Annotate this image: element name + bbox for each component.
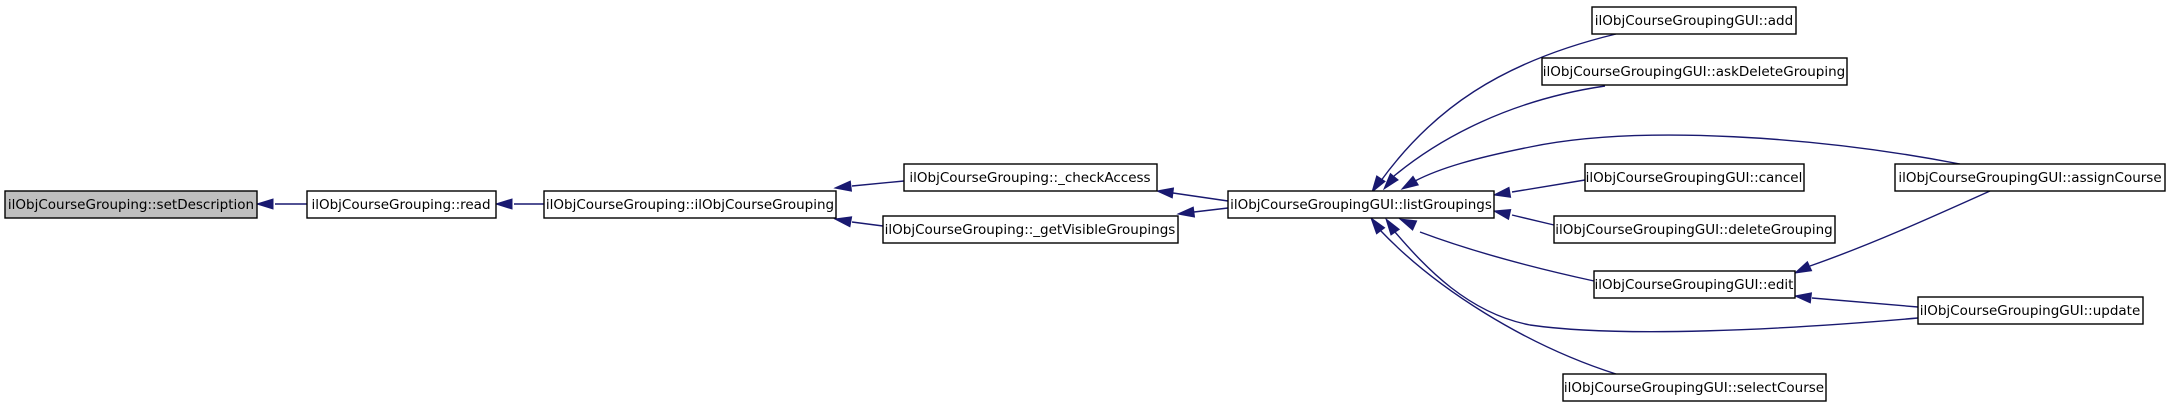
arrowhead-icon: [1398, 218, 1418, 231]
edge-line: [851, 180, 905, 187]
edge-line: [1511, 214, 1555, 226]
arrowhead-icon: [833, 180, 853, 192]
edge-line: [1394, 231, 1919, 333]
node-read[interactable]: ilObjCourseGrouping::read: [306, 190, 497, 219]
node-listgroupings[interactable]: ilObjCourseGroupingGUI::listGroupings: [1227, 190, 1495, 219]
arrowhead-icon: [1492, 186, 1512, 198]
node-label: ilObjCourseGrouping::_getVisibleGrouping…: [885, 222, 1176, 238]
arrowhead-icon: [1385, 217, 1401, 236]
node-getvisiblegroupings[interactable]: ilObjCourseGrouping::_getVisibleGrouping…: [882, 215, 1179, 244]
arrowhead-icon: [1382, 172, 1399, 191]
node-label: ilObjCourseGroupingGUI::listGroupings: [1230, 197, 1492, 213]
node-update[interactable]: ilObjCourseGroupingGUI::update: [1917, 296, 2144, 325]
node-label: ilObjCourseGroupingGUI::add: [1595, 13, 1793, 29]
edge-getvisiblegroupings-to-constructor: [833, 216, 884, 228]
edge-line: [1172, 192, 1229, 202]
node-label: ilObjCourseGroupingGUI::update: [1920, 303, 2141, 319]
edge-line: [1511, 179, 1586, 193]
node-label: ilObjCourseGroupingGUI::assignCourse: [1898, 170, 2161, 186]
edge-assigncourse-to-listgroupings: [1400, 134, 1961, 190]
arrowhead-icon: [1176, 206, 1196, 218]
arrowhead-icon: [833, 216, 853, 228]
arrowhead-icon: [1793, 260, 1813, 274]
node-label: ilObjCourseGrouping::read: [311, 197, 490, 213]
edge-constructor-to-read: [494, 198, 544, 210]
edge-add-to-listgroupings: [1371, 33, 1617, 194]
node-cancel[interactable]: ilObjCourseGroupingGUI::cancel: [1584, 163, 1805, 192]
edge-assigncourse-to-edit: [1793, 190, 1991, 274]
node-setdescription[interactable]: ilObjCourseGrouping::setDescription: [4, 190, 258, 219]
edge-deletegrouping-to-listgroupings: [1492, 209, 1555, 226]
node-label: ilObjCourseGrouping::_checkAccess: [909, 170, 1150, 186]
edge-checkaccess-to-constructor: [833, 180, 905, 192]
edge-update-to-edit: [1793, 292, 1919, 308]
arrowhead-icon: [1155, 187, 1175, 199]
edge-selectcourse-to-listgroupings: [1369, 216, 1617, 375]
node-label: ilObjCourseGroupingGUI::selectCourse: [1564, 380, 1824, 396]
edge-line: [1811, 297, 1919, 308]
edge-listgroupings-to-checkaccess: [1155, 187, 1229, 202]
node-edit[interactable]: ilObjCourseGroupingGUI::edit: [1593, 270, 1796, 299]
node-label: ilObjCourseGroupingGUI::cancel: [1586, 170, 1803, 186]
node-label: ilObjCourseGroupingGUI::edit: [1595, 277, 1794, 293]
edge-line: [1379, 33, 1617, 183]
edge-edit-to-listgroupings: [1398, 218, 1595, 282]
edge-update-to-listgroupings: [1385, 217, 1919, 333]
edge-line: [1193, 207, 1229, 213]
node-add[interactable]: ilObjCourseGroupingGUI::add: [1591, 6, 1797, 35]
node-askdeletegrouping[interactable]: ilObjCourseGroupingGUI::askDeleteGroupin…: [1541, 57, 1848, 86]
edge-line: [1393, 85, 1606, 177]
node-label: ilObjCourseGroupingGUI::askDeleteGroupin…: [1543, 64, 1845, 80]
edge-line: [851, 221, 884, 227]
node-assigncourse[interactable]: ilObjCourseGroupingGUI::assignCourse: [1894, 163, 2166, 192]
arrowhead-icon: [1371, 175, 1386, 194]
edge-cancel-to-listgroupings: [1492, 179, 1586, 198]
node-constructor[interactable]: ilObjCourseGrouping::ilObjCourseGrouping: [543, 190, 837, 219]
node-label: ilObjCourseGrouping::setDescription: [8, 197, 254, 213]
edge-line: [1809, 190, 1991, 267]
node-deletegrouping[interactable]: ilObjCourseGroupingGUI::deleteGrouping: [1553, 215, 1836, 244]
arrowhead-icon: [1369, 216, 1386, 235]
edge-line: [1414, 134, 1961, 182]
edge-line: [1419, 231, 1595, 282]
edges-layer: [255, 33, 1991, 375]
edge-askdeletegrouping-to-listgroupings: [1382, 85, 1606, 191]
arrowhead-icon: [1400, 175, 1420, 190]
edge-line: [1379, 229, 1617, 375]
node-checkaccess[interactable]: ilObjCourseGrouping::_checkAccess: [903, 163, 1158, 192]
edge-listgroupings-to-getvisiblegroupings: [1176, 206, 1229, 218]
node-label: ilObjCourseGroupingGUI::deleteGrouping: [1555, 222, 1832, 238]
edge-read-to-setdescription: [255, 198, 307, 210]
arrowhead-icon: [1492, 209, 1512, 221]
arrowhead-icon: [1793, 292, 1813, 304]
arrowhead-icon: [255, 198, 274, 210]
node-selectcourse[interactable]: ilObjCourseGroupingGUI::selectCourse: [1562, 373, 1827, 402]
node-label: ilObjCourseGrouping::ilObjCourseGrouping: [546, 197, 834, 213]
arrowhead-icon: [494, 198, 513, 210]
